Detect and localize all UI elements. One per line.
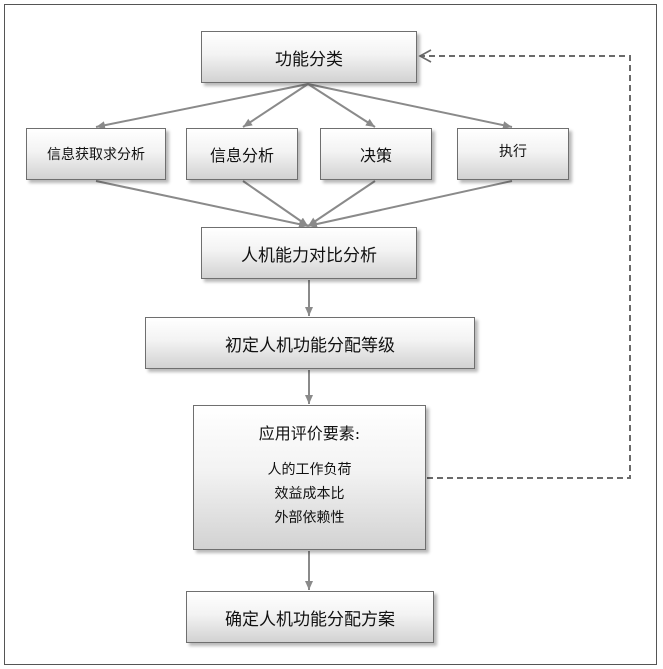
diagram-frame <box>4 4 657 665</box>
decision-box: 决策 <box>320 128 432 180</box>
arrow-cat-to-info <box>242 83 309 128</box>
arrow-exe-to-compare <box>307 180 513 228</box>
initial-allocation-level-label: 初定人机功能分配等级 <box>225 335 395 356</box>
info-acquisition-label: 信息获取求分析 <box>47 147 145 163</box>
arrow-info-to-compare <box>242 180 309 227</box>
final-allocation-plan-label: 确定人机功能分配方案 <box>225 609 395 630</box>
info-analysis-label: 信息分析 <box>209 146 274 165</box>
evaluation-factor-dependency: 外部依赖性 <box>274 510 345 526</box>
function-classification-label: 功能分类 <box>275 49 343 70</box>
arrow-cat-to-exe <box>307 83 513 130</box>
decision-label: 决策 <box>359 146 392 165</box>
arrow-dec-to-compare <box>307 180 376 227</box>
capability-comparison-box: 人机能力对比分析 <box>201 227 417 279</box>
initial-allocation-level-box: 初定人机功能分配等级 <box>145 317 475 369</box>
evaluation-factors-title: 应用评价要素: <box>258 424 361 443</box>
feedback-dashed-arrow <box>418 49 631 479</box>
evaluation-factor-workload: 人的工作负荷 <box>267 462 352 478</box>
arrow-cat-to-need <box>95 83 309 130</box>
evaluation-factor-cost-benefit: 效益成本比 <box>274 486 345 502</box>
info-acquisition-box: 信息获取求分析 <box>26 128 166 180</box>
final-allocation-plan-box: 确定人机功能分配方案 <box>186 591 434 643</box>
arrow-cat-to-dec <box>307 83 376 128</box>
info-analysis-box: 信息分析 <box>186 128 298 180</box>
execution-box: 执行 <box>457 128 569 180</box>
evaluation-factors-box: 应用评价要素: 人的工作负荷 效益成本比 外部依赖性 <box>193 405 426 550</box>
execution-label: 执行 <box>499 144 527 160</box>
function-classification-box: 功能分类 <box>201 31 417 83</box>
arrow-need-to-compare <box>95 180 309 229</box>
capability-comparison-label: 人机能力对比分析 <box>241 245 377 266</box>
